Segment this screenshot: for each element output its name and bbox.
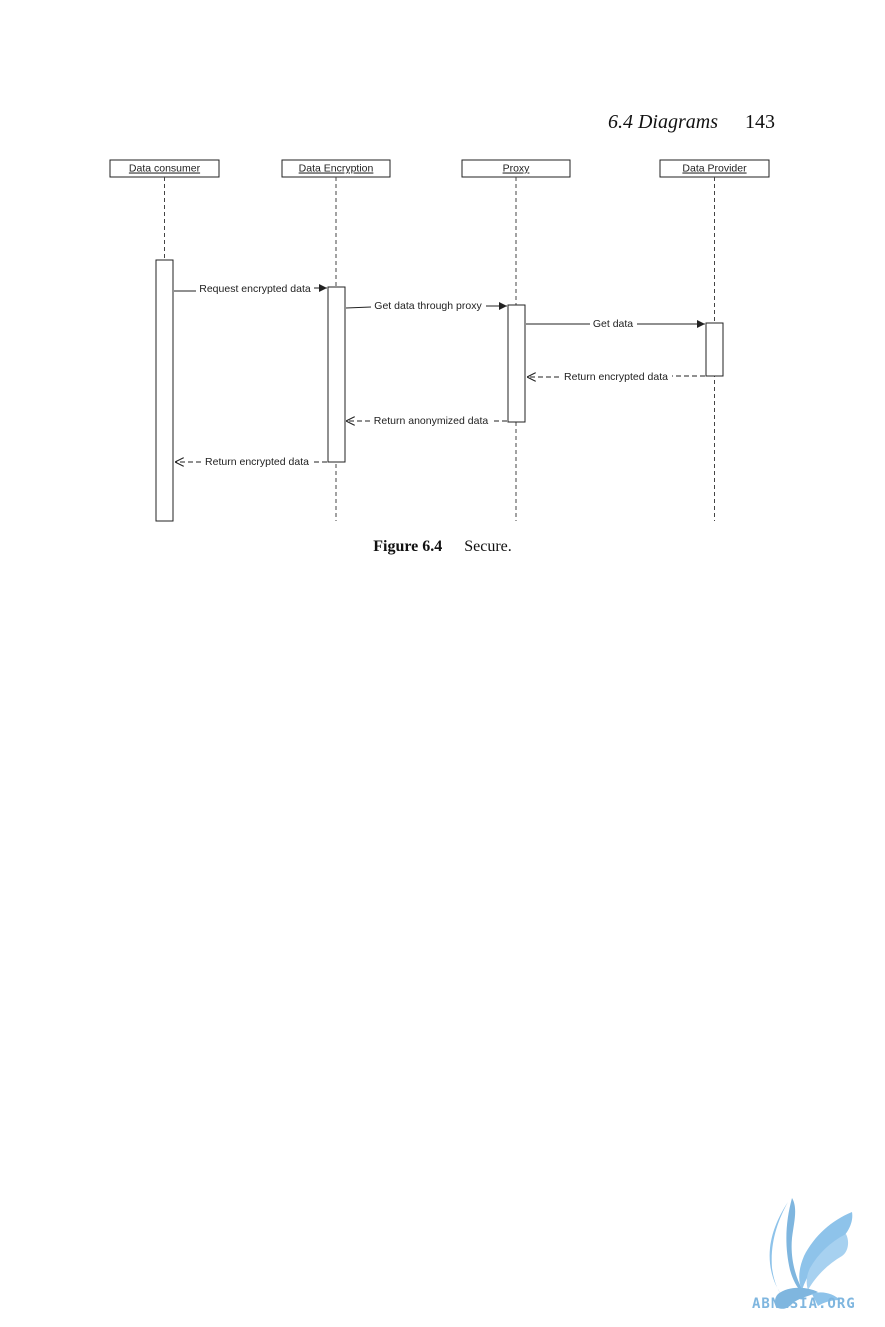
participant-encryption: Data Encryption: [281, 159, 391, 178]
sequence-diagram: Data consumer Data Encryption Proxy Data…: [109, 159, 770, 522]
message-return-anonymized-data: Return anonymized data: [346, 415, 507, 427]
message-return-encrypted-data-provider: Return encrypted data: [527, 371, 705, 383]
message-get-data: Get data: [526, 318, 705, 330]
participant-proxy-label: Proxy: [503, 163, 531, 175]
figure-label: Figure 6.4: [373, 538, 443, 555]
participant-consumer-label: Data consumer: [129, 163, 201, 175]
figure-caption-text: Secure.: [464, 538, 512, 555]
activation-proxy: [507, 304, 526, 423]
message-label: Return encrypted data: [205, 456, 309, 468]
message-request-encrypted-data: Request encrypted data: [174, 283, 327, 295]
message-label: Get data: [593, 318, 633, 330]
watermark-text: ABNASIA.ORG: [752, 1296, 856, 1312]
message-get-data-through-proxy: Get data through proxy: [345, 300, 507, 312]
participant-encryption-label: Data Encryption: [299, 163, 374, 175]
message-label: Get data through proxy: [374, 300, 482, 312]
running-head: 6.4 Diagrams 143: [608, 111, 775, 134]
participant-provider: Data Provider: [659, 159, 770, 178]
message-label: Return anonymized data: [374, 415, 489, 427]
activation-provider: [705, 322, 724, 377]
activation-consumer: [155, 259, 174, 522]
message-return-encrypted-data-consumer: Return encrypted data: [175, 456, 327, 468]
participant-proxy: Proxy: [461, 159, 571, 178]
figure-caption: Figure 6.4 Secure.: [0, 538, 885, 556]
griffin-logo-icon: [769, 1198, 853, 1309]
participant-provider-label: Data Provider: [682, 163, 747, 175]
section-title: 6.4 Diagrams: [607, 111, 718, 133]
message-label: Request encrypted data: [199, 283, 311, 295]
activation-encryption: [327, 286, 346, 463]
message-label: Return encrypted data: [564, 371, 668, 383]
participant-consumer: Data consumer: [109, 159, 220, 178]
page-number: 143: [745, 111, 775, 133]
